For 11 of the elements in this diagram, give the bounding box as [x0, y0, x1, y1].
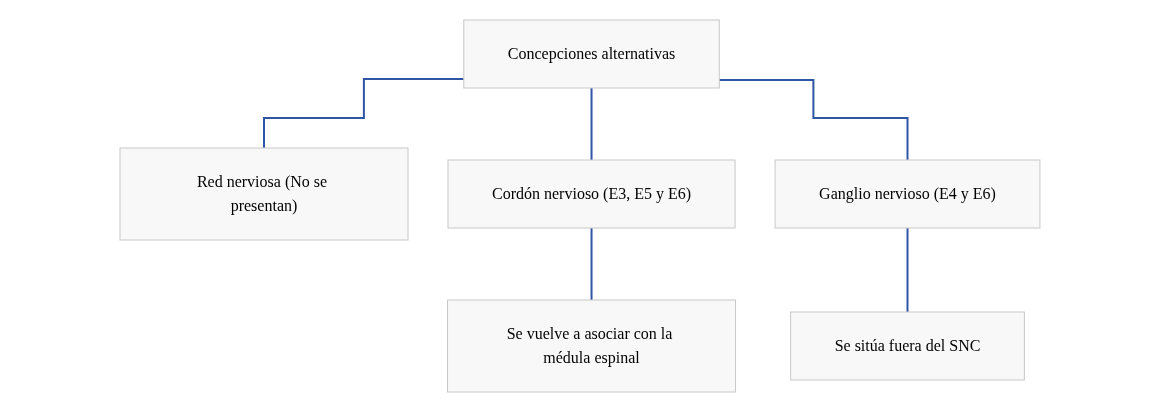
node-box: Red nerviosa (No se presentan)	[119, 147, 409, 240]
connector	[590, 86, 593, 161]
connector	[717, 78, 909, 161]
node-box: Se vuelve a asociar con la médula espinal	[446, 299, 736, 392]
node-box: Ganglio nervioso (E4 y E6)	[774, 159, 1040, 228]
connector	[906, 226, 909, 313]
node-box: Se sitúa fuera del SNC	[789, 311, 1025, 380]
node-box: Cordón nervioso (E3, E5 y E6)	[447, 159, 736, 228]
connector	[262, 77, 465, 149]
connector	[590, 226, 593, 301]
node-box: Concepciones alternativas	[462, 19, 720, 88]
